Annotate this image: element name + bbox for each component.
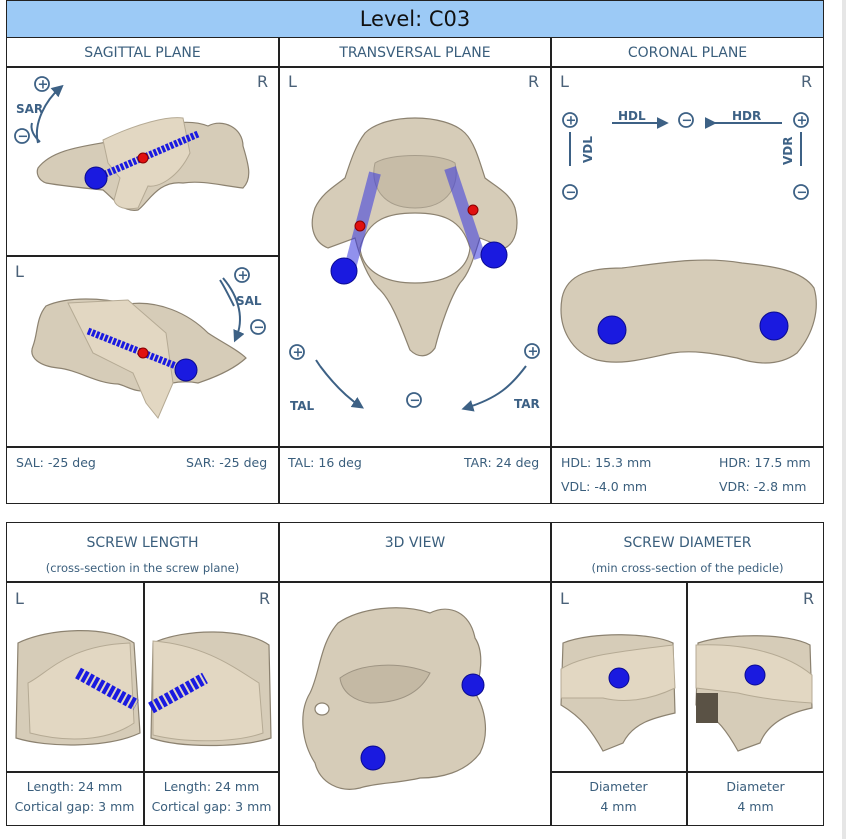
sal-plus-button[interactable] [234, 267, 250, 283]
tar-label: TAR [514, 397, 540, 411]
vdl-value: VDL: -4.0 mm [561, 479, 648, 494]
vdl-plus-glyph: + [566, 114, 577, 129]
screw-diameter-right-render [695, 635, 813, 752]
tar-plus-glyph: + [528, 345, 539, 360]
bottom-divider-1 [278, 522, 280, 826]
sar-minus-glyph: − [18, 130, 29, 145]
hdr-label: HDR [732, 109, 761, 123]
coronal-title: CORONAL PLANE [627, 45, 748, 61]
diameter-right-value: 4 mm [737, 799, 774, 814]
sal-minus-button[interactable] [250, 319, 266, 335]
hdl-value: HDL: 15.3 mm [561, 455, 652, 470]
vdr-plus-glyph: + [797, 114, 808, 129]
screw-length-right-label: R [259, 589, 271, 608]
vdl-minus-glyph: − [566, 186, 577, 201]
sar-label: SAR [16, 102, 43, 116]
sal-label: SAL [236, 294, 262, 308]
vdl-plus-button[interactable] [562, 112, 578, 128]
transversal-left-label: L [288, 72, 297, 91]
ta-minus-glyph: − [410, 394, 421, 409]
length-right-value: Length: 24 mm [163, 779, 260, 794]
view3d-title: 3D VIEW [384, 535, 446, 551]
diameter-mid-divider [686, 581, 688, 826]
screw-length-left-label: L [15, 589, 24, 608]
sagittal-top-render: + − SAR [14, 76, 250, 211]
hdr-value: HDR: 17.5 mm [719, 455, 811, 470]
gap-left-value: Cortical gap: 3 mm [14, 799, 135, 814]
top-footer-divider [6, 446, 824, 448]
screw-diameter-right-label: R [803, 589, 815, 608]
bottom-divider-2 [550, 522, 552, 826]
hd-minus-button[interactable] [678, 112, 694, 128]
sar-plus-glyph: + [38, 78, 49, 93]
vdr-minus-button[interactable] [793, 184, 809, 200]
screw-diameter-left-label: L [560, 589, 569, 608]
transversal-right-label: R [528, 72, 540, 91]
transversal-title: TRANSVERSAL PLANE [339, 45, 491, 61]
sar-value: SAR: -25 deg [186, 455, 268, 470]
length-mid-divider [143, 581, 145, 826]
vdl-minus-button[interactable] [562, 184, 578, 200]
screw-length-left-render [15, 630, 141, 746]
sagittal-top-side-label: R [257, 72, 269, 91]
screw-diameter-left-render [560, 634, 676, 752]
sagittal-bottom-side-label: L [15, 262, 24, 281]
gap-right-value: Cortical gap: 3 mm [151, 799, 272, 814]
screw-length-right-render [148, 631, 272, 747]
top-title-divider [6, 66, 824, 68]
coronal-left-label: L [560, 72, 569, 91]
screw-diameter-subtitle: (min cross-section of the pedicle) [591, 561, 784, 575]
tar-value: TAR: 24 deg [464, 455, 540, 470]
screw-length-title: SCREW LENGTH [86, 535, 199, 551]
coronal-right-label: R [801, 72, 813, 91]
sal-plus-glyph: + [238, 269, 249, 284]
hdl-label: HDL [618, 109, 646, 123]
length-left-value: Length: 24 mm [26, 779, 123, 794]
top-divider-2 [550, 37, 552, 504]
level-header: Level: C03 [6, 0, 824, 38]
diameter-left-value: 4 mm [600, 799, 637, 814]
sar-minus-button[interactable] [14, 128, 30, 144]
screw-diameter-title: SCREW DIAMETER [623, 535, 752, 551]
vdr-label: VDR [781, 137, 795, 166]
tal-plus-glyph: + [293, 346, 304, 361]
vdr-minus-glyph: − [797, 186, 808, 201]
sagittal-mid-divider [6, 255, 279, 257]
tal-plus-button[interactable] [289, 344, 305, 360]
diameter-right-label: Diameter [726, 779, 785, 794]
ta-minus-button[interactable] [406, 392, 422, 408]
length-footer-divider [6, 771, 279, 773]
diameter-footer-divider [551, 771, 824, 773]
page-scrollbar-track[interactable] [842, 0, 846, 839]
coronal-render: + − − + − HDL HDR VDL VDR [560, 109, 817, 364]
view3d-render [302, 607, 486, 790]
hd-minus-glyph: − [682, 114, 693, 129]
vdr-plus-button[interactable] [793, 112, 809, 128]
sal-minus-glyph: − [254, 321, 265, 336]
transversal-render: + + − TAL TAR [289, 117, 540, 413]
level-title: Level: C03 [359, 7, 471, 31]
sagittal-bottom-render: + − SAL [31, 267, 266, 419]
sar-plus-button[interactable] [34, 76, 50, 92]
tal-label: TAL [290, 399, 315, 413]
vdl-label: VDL [581, 136, 595, 163]
vdr-value: VDR: -2.8 mm [719, 479, 807, 494]
tal-value: TAL: 16 deg [288, 455, 362, 470]
screw-length-subtitle: (cross-section in the screw plane) [45, 561, 240, 575]
tar-plus-button[interactable] [524, 343, 540, 359]
diameter-left-label: Diameter [589, 779, 648, 794]
top-divider-1 [278, 37, 280, 504]
bottom-title-divider [6, 581, 824, 583]
sagittal-title: SAGITTAL PLANE [84, 45, 201, 61]
sal-value: SAL: -25 deg [16, 455, 96, 470]
